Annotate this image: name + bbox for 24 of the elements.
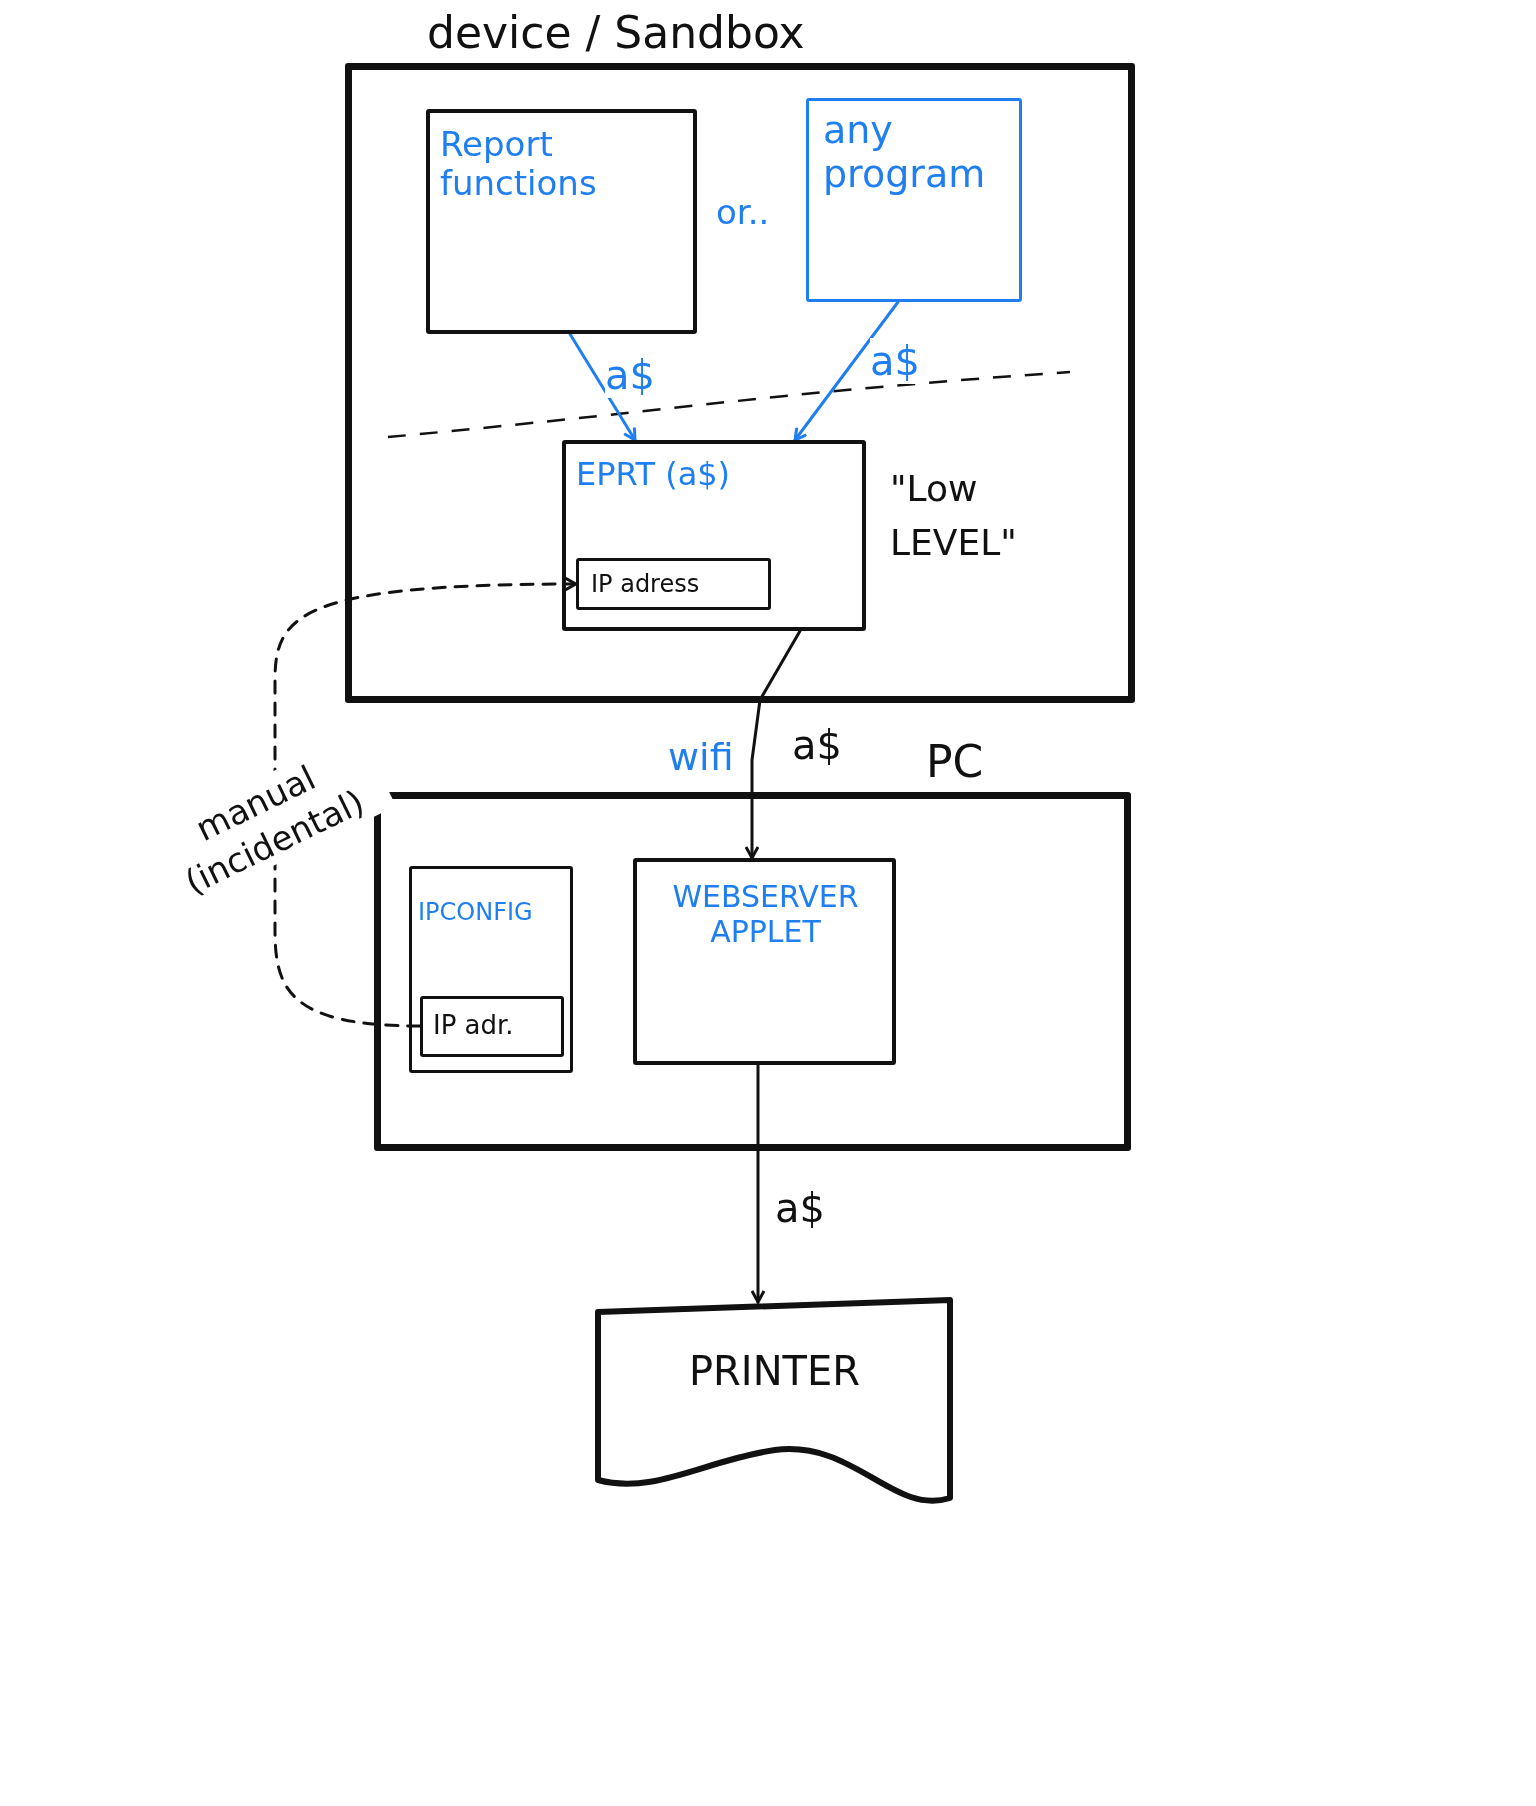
arrow xyxy=(568,332,637,442)
note-text: "Low LEVEL" xyxy=(890,467,1018,565)
box-label: IP adress xyxy=(591,571,701,599)
program-box xyxy=(806,98,1022,302)
box-label: PRINTER xyxy=(687,1348,862,1394)
heading: PC xyxy=(926,737,985,788)
ip-address-box xyxy=(576,558,771,610)
box-label: EPRT (a$) xyxy=(576,456,732,493)
arrow xyxy=(750,1063,766,1304)
function-box xyxy=(426,109,697,334)
box-label: IP adr. xyxy=(433,1011,515,1041)
heading: device / Sandbox xyxy=(427,8,806,59)
edge-label: a$ xyxy=(870,338,920,384)
box-label: Report functions xyxy=(440,125,598,204)
ipconfig-box xyxy=(409,866,573,1073)
box-label: WEBSERVER APPLET xyxy=(671,880,860,949)
arrow xyxy=(793,300,900,442)
box-label: IPCONFIG xyxy=(418,899,534,927)
dashed-arrow xyxy=(273,576,578,1028)
box-label: any program xyxy=(823,109,987,197)
webserver-box xyxy=(633,858,896,1065)
arrow xyxy=(744,629,802,860)
ip-address-box xyxy=(420,996,564,1057)
eprt-box xyxy=(562,440,866,631)
